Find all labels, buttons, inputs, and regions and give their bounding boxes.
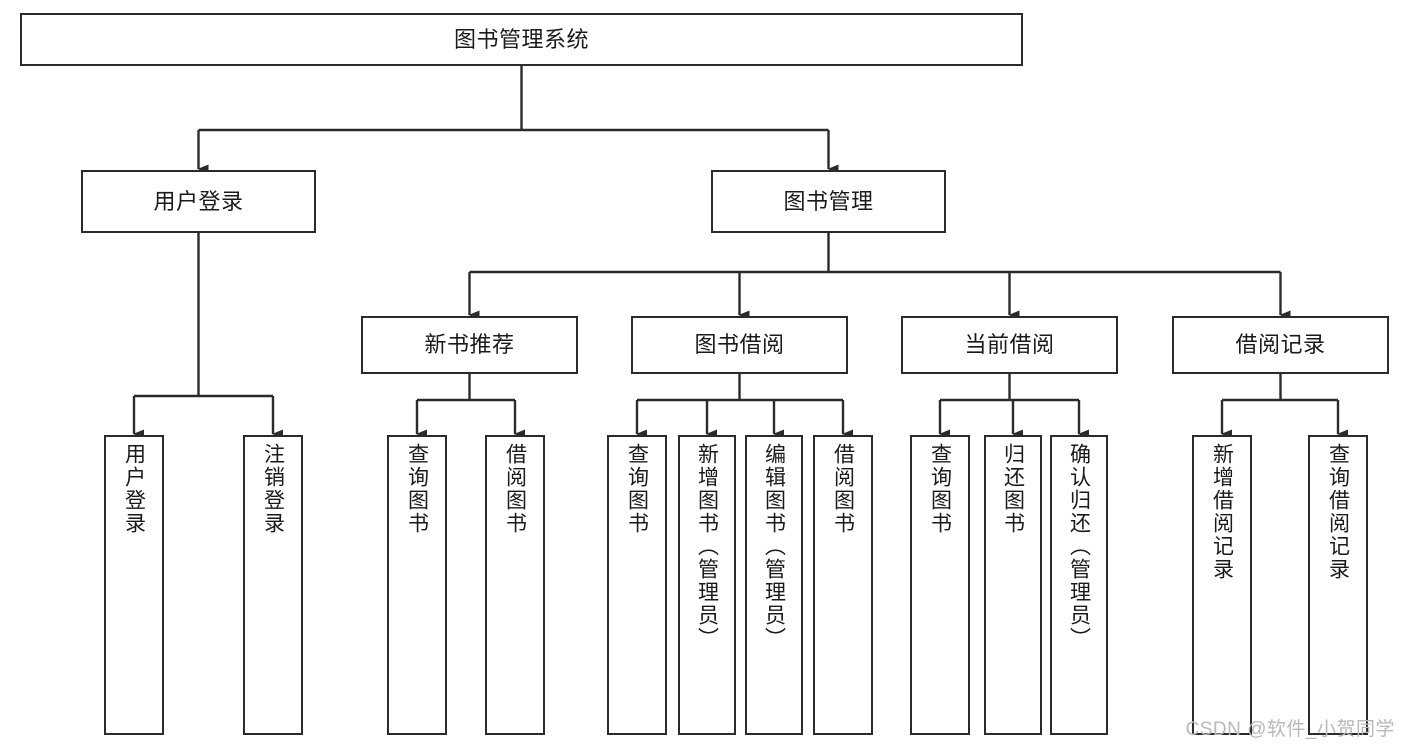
node-leaf-borrow-book-2[interactable]: 借阅图书 [813,435,873,735]
node-label-leaf-confirm-return: 确认归还（管理员） [1067,443,1091,650]
node-book-mgmt[interactable]: 图书管理 [711,170,946,233]
node-label-leaf-query-book-1: 查询图书 [405,443,429,535]
node-label-leaf-return-book: 归还图书 [1001,443,1025,535]
node-label-leaf-add-book: 新增图书（管理员） [695,443,719,650]
node-label-current-borrow: 当前借阅 [964,332,1055,358]
node-leaf-user-logout[interactable]: 注销登录 [243,435,303,735]
node-current-borrow[interactable]: 当前借阅 [901,316,1118,374]
node-leaf-add-record[interactable]: 新增借阅记录 [1192,435,1252,735]
node-leaf-user-login[interactable]: 用户登录 [104,435,164,735]
node-leaf-add-book[interactable]: 新增图书（管理员） [678,435,736,735]
node-label-user-login: 用户登录 [153,188,244,214]
node-root[interactable]: 图书管理系统 [20,13,1023,66]
node-user-login[interactable]: 用户登录 [81,170,316,233]
node-label-new-book-rec: 新书推荐 [424,332,515,358]
node-label-leaf-query-record: 查询借阅记录 [1326,443,1350,581]
node-leaf-edit-book[interactable]: 编辑图书（管理员） [745,435,803,735]
node-label-root: 图书管理系统 [453,26,589,52]
node-label-leaf-borrow-book-2: 借阅图书 [831,443,855,535]
node-label-borrow-record: 借阅记录 [1235,332,1326,358]
node-borrow-record[interactable]: 借阅记录 [1172,316,1389,374]
node-label-leaf-user-logout: 注销登录 [261,443,285,535]
node-leaf-query-book-2[interactable]: 查询图书 [607,435,667,735]
node-label-book-mgmt: 图书管理 [783,188,874,214]
node-leaf-return-book[interactable]: 归还图书 [984,435,1042,735]
node-leaf-borrow-book-1[interactable]: 借阅图书 [485,435,545,735]
node-leaf-confirm-return[interactable]: 确认归还（管理员） [1050,435,1108,735]
node-book-borrow[interactable]: 图书借阅 [631,316,848,374]
node-leaf-query-book-1[interactable]: 查询图书 [387,435,447,735]
node-label-leaf-edit-book: 编辑图书（管理员） [762,443,786,650]
node-label-leaf-add-record: 新增借阅记录 [1210,443,1234,581]
node-label-leaf-query-book-2: 查询图书 [625,443,649,535]
node-leaf-query-record[interactable]: 查询借阅记录 [1308,435,1368,735]
node-leaf-query-book-3[interactable]: 查询图书 [910,435,970,735]
node-label-leaf-query-book-3: 查询图书 [928,443,952,535]
node-new-book-rec[interactable]: 新书推荐 [361,316,578,374]
node-label-leaf-user-login: 用户登录 [122,443,146,535]
node-label-leaf-borrow-book-1: 借阅图书 [503,443,527,535]
node-label-book-borrow: 图书借阅 [694,332,785,358]
